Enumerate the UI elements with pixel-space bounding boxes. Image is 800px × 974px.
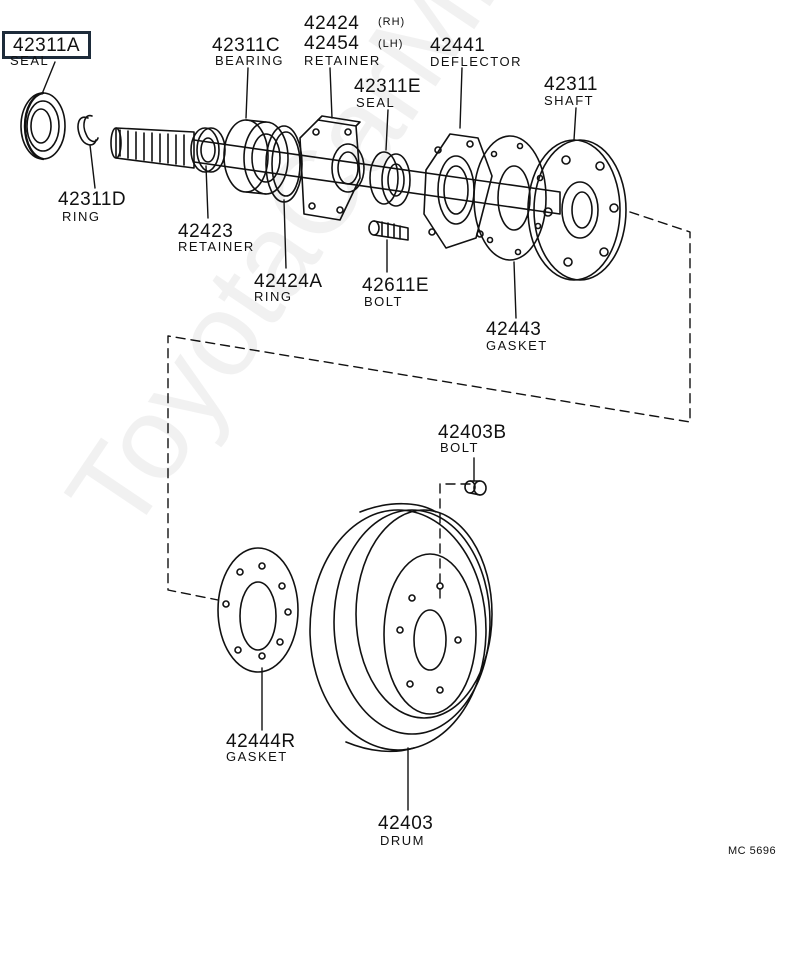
part-number-42403: 42403 [378, 813, 434, 834]
part-number-42424a: 42424A [254, 271, 323, 292]
part-number-42423: 42423 [178, 221, 234, 242]
part-number-42311e: 42311E [354, 76, 422, 97]
part-number-42311a: 42311A [2, 31, 92, 59]
part-name-seal-e: SEAL [356, 95, 396, 110]
part-name-gasket-r: GASKET [226, 749, 288, 764]
part-name-gasket-43: GASKET [486, 338, 548, 353]
part-number-42443: 42443 [486, 319, 542, 340]
ring-42311d-drawing [77, 114, 99, 146]
part-number-42311: 42311 [544, 74, 598, 95]
part-number-42311c: 42311C [212, 35, 281, 56]
part-name-bearing: BEARING [215, 53, 285, 68]
part-number-42441: 42441 [430, 35, 486, 56]
part-name-retainer-small: RETAINER [178, 239, 255, 254]
part-number-42454: 42454 [304, 33, 360, 54]
assembly-dashed-lines [167, 211, 691, 601]
bolt-42611e-drawing [368, 220, 409, 241]
seal-42311a-drawing [20, 91, 66, 161]
leader-lines [41, 61, 577, 811]
part-number-42444r: 42444R [226, 731, 296, 752]
part-name-ring-d: RING [62, 209, 101, 224]
part-name-shaft: SHAFT [544, 93, 595, 108]
deflector-42441-drawing [423, 133, 493, 249]
drum-42403-drawing [309, 502, 493, 753]
gasket-42444r-drawing [217, 547, 299, 673]
bolt-42403b-drawing [464, 480, 487, 496]
part-number-42611e: 42611E [362, 275, 430, 296]
gasket-42443-drawing [473, 135, 547, 261]
part-number-42424: 42424 [304, 13, 360, 34]
part-number-42403b: 42403B [438, 422, 507, 443]
part-name-seal-a: SEAL [10, 53, 50, 68]
seal-42311e-drawing [369, 151, 411, 207]
part-name-retainer-main: RETAINER [304, 53, 381, 68]
figure-code: MC 5696 [728, 845, 777, 857]
part-name-bolt-b: BOLT [440, 440, 479, 455]
part-number-42311d: 42311D [58, 189, 127, 210]
part-name-drum: DRUM [380, 833, 425, 848]
side-lh: (LH) [378, 38, 404, 50]
bearing-42311c-drawing [223, 119, 289, 195]
retainer-42424-drawing [299, 115, 365, 221]
part-name-bolt-e: BOLT [364, 294, 403, 309]
part-name-ring-a: RING [254, 289, 293, 304]
shaft-flange-42311-drawing [527, 139, 627, 281]
part-name-deflector: DEFLECTOR [430, 54, 522, 69]
side-rh: (RH) [378, 16, 406, 28]
shaft-drawing [110, 127, 561, 215]
